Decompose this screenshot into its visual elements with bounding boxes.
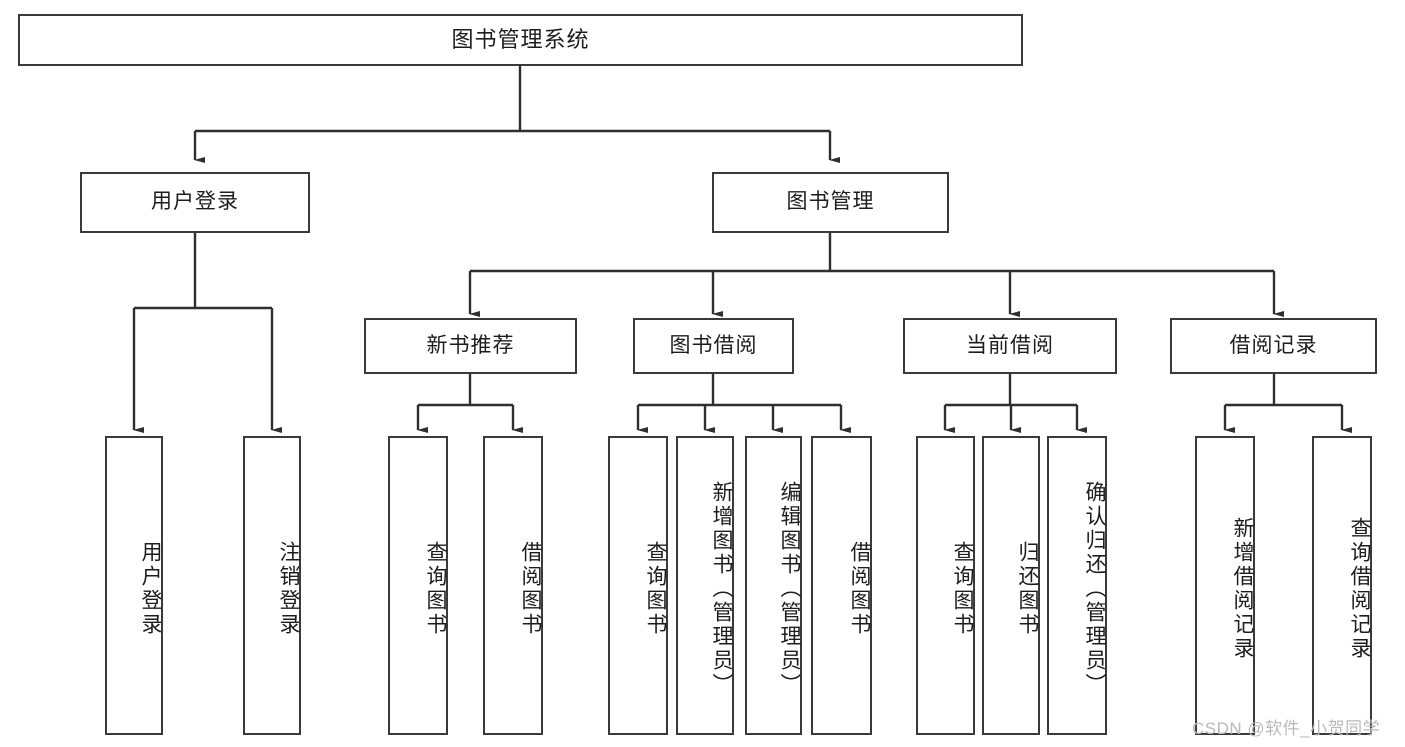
node-new-book-recommend[interactable]: 新书推荐 [364, 318, 577, 374]
leaf-book-borrow-query[interactable]: 查询图书 [608, 436, 668, 735]
node-label: 编辑图书（管理员） [778, 480, 801, 697]
node-label: 确认归还（管理员） [1083, 480, 1106, 697]
node-label: 图书管理 [786, 190, 875, 214]
leaf-borrow-record-query[interactable]: 查询借阅记录 [1312, 436, 1372, 735]
node-label: 注销登录 [277, 540, 300, 637]
leaf-user-login-login[interactable]: 用户登录 [105, 436, 163, 735]
leaf-new-book-query[interactable]: 查询图书 [388, 436, 448, 735]
leaf-new-book-borrow[interactable]: 借阅图书 [483, 436, 543, 735]
node-label: 查询图书 [951, 540, 974, 637]
leaf-current-borrow-confirm-return[interactable]: 确认归还（管理员） [1047, 436, 1107, 735]
node-label: 借阅图书 [848, 540, 871, 637]
node-current-borrow[interactable]: 当前借阅 [903, 318, 1117, 374]
node-label: 借阅记录 [1229, 333, 1318, 357]
node-label: 新增借阅记录 [1231, 516, 1254, 661]
node-label: 图书借阅 [669, 333, 758, 357]
node-label: 图书管理系统 [451, 27, 590, 53]
leaf-current-borrow-return[interactable]: 归还图书 [982, 436, 1040, 735]
node-label: 用户登录 [151, 190, 239, 214]
node-root-book-management-system[interactable]: 图书管理系统 [18, 14, 1023, 66]
node-label: 新增图书（管理员） [710, 480, 733, 697]
leaf-book-borrow-borrow[interactable]: 借阅图书 [811, 436, 872, 735]
leaf-user-login-logout[interactable]: 注销登录 [243, 436, 301, 735]
node-label: 用户登录 [139, 540, 162, 637]
node-user-login[interactable]: 用户登录 [80, 172, 310, 233]
node-label: 查询图书 [644, 540, 667, 637]
node-label: 归还图书 [1016, 540, 1039, 637]
node-label: 新书推荐 [426, 333, 515, 357]
node-label: 查询借阅记录 [1348, 516, 1371, 661]
node-label: 借阅图书 [519, 540, 542, 637]
node-book-borrow[interactable]: 图书借阅 [633, 318, 794, 374]
node-book-management[interactable]: 图书管理 [712, 172, 949, 233]
leaf-book-borrow-add[interactable]: 新增图书（管理员） [676, 436, 734, 735]
csdn-watermark: CSDN @软件_小贺同学 [1192, 719, 1381, 738]
node-borrow-record[interactable]: 借阅记录 [1170, 318, 1377, 374]
node-label: 当前借阅 [966, 333, 1054, 357]
node-label: 查询图书 [424, 540, 447, 637]
leaf-book-borrow-edit[interactable]: 编辑图书（管理员） [745, 436, 802, 735]
leaf-current-borrow-query[interactable]: 查询图书 [916, 436, 975, 735]
leaf-borrow-record-add[interactable]: 新增借阅记录 [1195, 436, 1255, 735]
